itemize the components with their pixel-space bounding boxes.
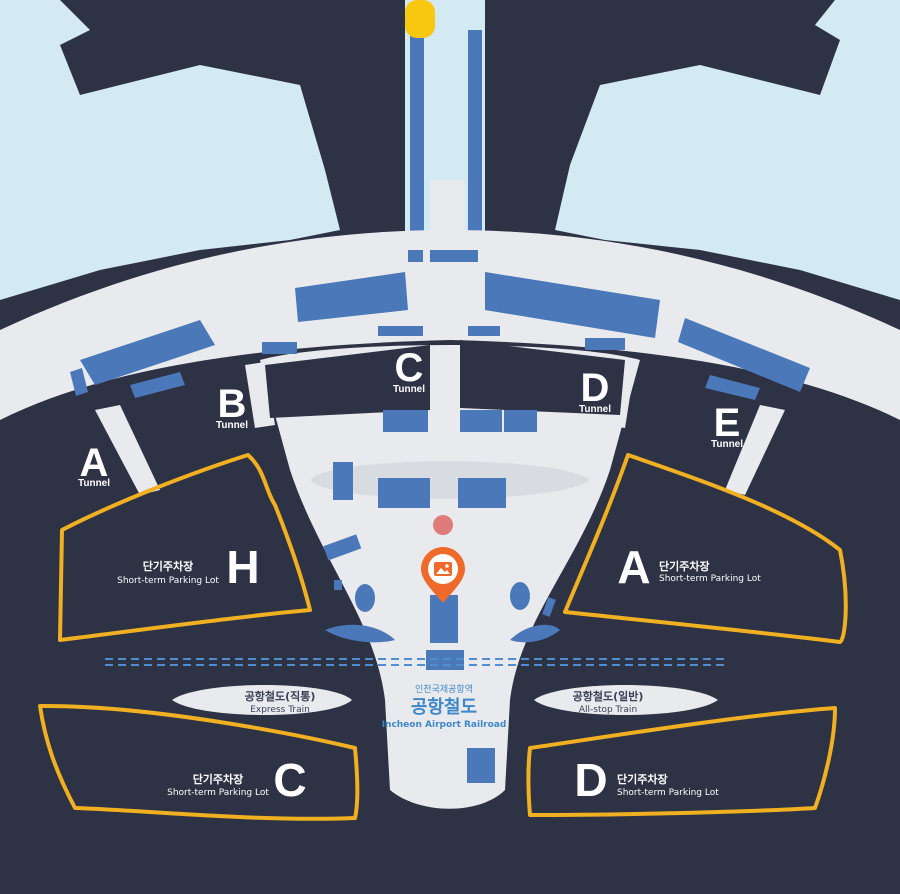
tunnel-letter: A — [80, 441, 109, 485]
courtyard-d — [460, 340, 625, 415]
parking-lot-english: Short-term Parking Lot — [659, 574, 761, 584]
tunnel-letter: C — [395, 346, 424, 390]
block-plaza-crescent-right — [510, 624, 560, 643]
tunnel-label-d[interactable]: D Tunnel — [579, 366, 611, 415]
tunnel-word: Tunnel — [711, 439, 743, 450]
parking-lot-korean: 단기주차장 — [659, 559, 710, 573]
express-train-platform — [172, 685, 352, 715]
block-mid-right-strip — [585, 338, 625, 350]
central-road-highlight — [405, 0, 435, 38]
block-right-wing-1 — [678, 318, 810, 392]
block-courtyard-c — [383, 410, 428, 432]
parking-lot-letter: C — [273, 754, 306, 806]
station-english: Incheon Airport Railroad — [382, 720, 507, 730]
block-right-wing-2 — [705, 375, 760, 400]
parking-lot-h-outline — [58, 453, 312, 642]
tunnel-letter: E — [714, 401, 741, 445]
block-plaza-2 — [378, 478, 430, 508]
central-road-left-lane — [410, 30, 424, 240]
express-train-english: Express Train — [250, 705, 310, 715]
parking-lot-h[interactable]: 단기주차장 Short-term Parking Lot H — [117, 541, 260, 593]
station-korean-small: 인천국제공항역 — [415, 684, 473, 695]
terminal-floor — [0, 230, 900, 420]
parking-lot-letter: H — [226, 541, 259, 593]
apron-left — [0, 0, 340, 300]
allstop-train-korean: 공항철도(일반) — [573, 689, 644, 703]
parking-lot-english: Short-term Parking Lot — [617, 788, 719, 798]
parking-lot-a-outline — [563, 453, 848, 644]
tunnel-label-e[interactable]: E Tunnel — [711, 401, 743, 450]
block-plaza-oval-right — [510, 582, 530, 610]
marker-photo-sun — [445, 564, 449, 568]
photo-location-pin-icon[interactable] — [421, 547, 465, 603]
parking-lot-d-outline — [526, 706, 837, 817]
block-right-center — [485, 272, 660, 338]
allstop-train-english: All-stop Train — [579, 705, 637, 715]
block-plaza-5 — [430, 595, 458, 643]
block-lower-center — [467, 748, 495, 783]
parking-lot-c[interactable]: 단기주차장 Short-term Parking Lot C — [167, 754, 307, 806]
parking-lot-english: Short-term Parking Lot — [117, 576, 219, 586]
block-plaza-3 — [458, 478, 506, 508]
parking-lot-korean: 단기주차장 — [193, 772, 244, 786]
tunnel-label-c[interactable]: C Tunnel — [393, 346, 425, 395]
tunnel-label-a[interactable]: A Tunnel — [78, 441, 110, 489]
parking-lot-letter: A — [617, 541, 650, 593]
parking-lot-letter: D — [574, 754, 607, 806]
tunnel-letter: D — [581, 366, 610, 410]
tunnel-connector-e — [725, 405, 785, 495]
central-road-right-lane — [468, 30, 482, 240]
block-plaza-small-left — [334, 580, 342, 590]
block-courtyard-d-1 — [460, 410, 502, 432]
tunnel-word: Tunnel — [78, 478, 110, 489]
block-left-wing-2 — [70, 368, 88, 396]
block-mid-left-small — [378, 326, 423, 336]
tunnel-word: Tunnel — [216, 420, 248, 431]
block-plaza-4 — [323, 534, 362, 561]
allstop-train-label[interactable]: 공항철도(일반) All-stop Train — [573, 689, 644, 715]
plaza-pink-circle — [433, 515, 453, 535]
parking-lot-korean: 단기주차장 — [143, 559, 194, 573]
tunnel-label-b[interactable]: B Tunnel — [216, 382, 248, 431]
block-left-center — [295, 272, 408, 322]
tunnel-word: Tunnel — [579, 404, 611, 415]
block-mid-left-strip — [262, 342, 297, 354]
parking-lot-c-outline — [38, 703, 360, 821]
apron-right — [555, 0, 900, 300]
block-plaza-small-right — [542, 597, 556, 617]
courtyard-c — [265, 345, 430, 418]
block-courtyard-d-2 — [504, 410, 537, 432]
parking-lot-korean: 단기주차장 — [617, 772, 668, 786]
tunnel-word: Tunnel — [393, 384, 425, 395]
block-mid-right-small — [468, 326, 500, 336]
allstop-train-platform — [534, 685, 718, 715]
express-train-label[interactable]: 공항철도(직통) Express Train — [245, 689, 316, 715]
block-left-wing-1 — [80, 320, 215, 385]
block-plaza-oval-left — [355, 584, 375, 612]
block-left-wing-3 — [130, 372, 185, 398]
airport-railroad-station-label[interactable]: 인천국제공항역 공항철도 Incheon Airport Railroad — [382, 684, 507, 730]
tunnel-connector-a — [95, 405, 160, 495]
block-top-center-2 — [430, 250, 478, 262]
central-tower — [430, 180, 465, 240]
building-blocks — [70, 250, 810, 783]
marker-photo-mountain — [436, 568, 450, 574]
block-plaza-crescent-left — [325, 624, 395, 643]
block-top-center-1 — [408, 250, 423, 262]
express-train-korean: 공항철도(직통) — [245, 689, 316, 703]
parking-lot-a[interactable]: A 단기주차장 Short-term Parking Lot — [617, 541, 761, 593]
parking-lot-english: Short-term Parking Lot — [167, 788, 269, 798]
parking-lot-d[interactable]: D 단기주차장 Short-term Parking Lot — [574, 754, 719, 806]
station-korean: 공항철도 — [411, 697, 477, 718]
block-plaza-1 — [333, 462, 353, 500]
tunnel-letter: B — [218, 382, 247, 426]
